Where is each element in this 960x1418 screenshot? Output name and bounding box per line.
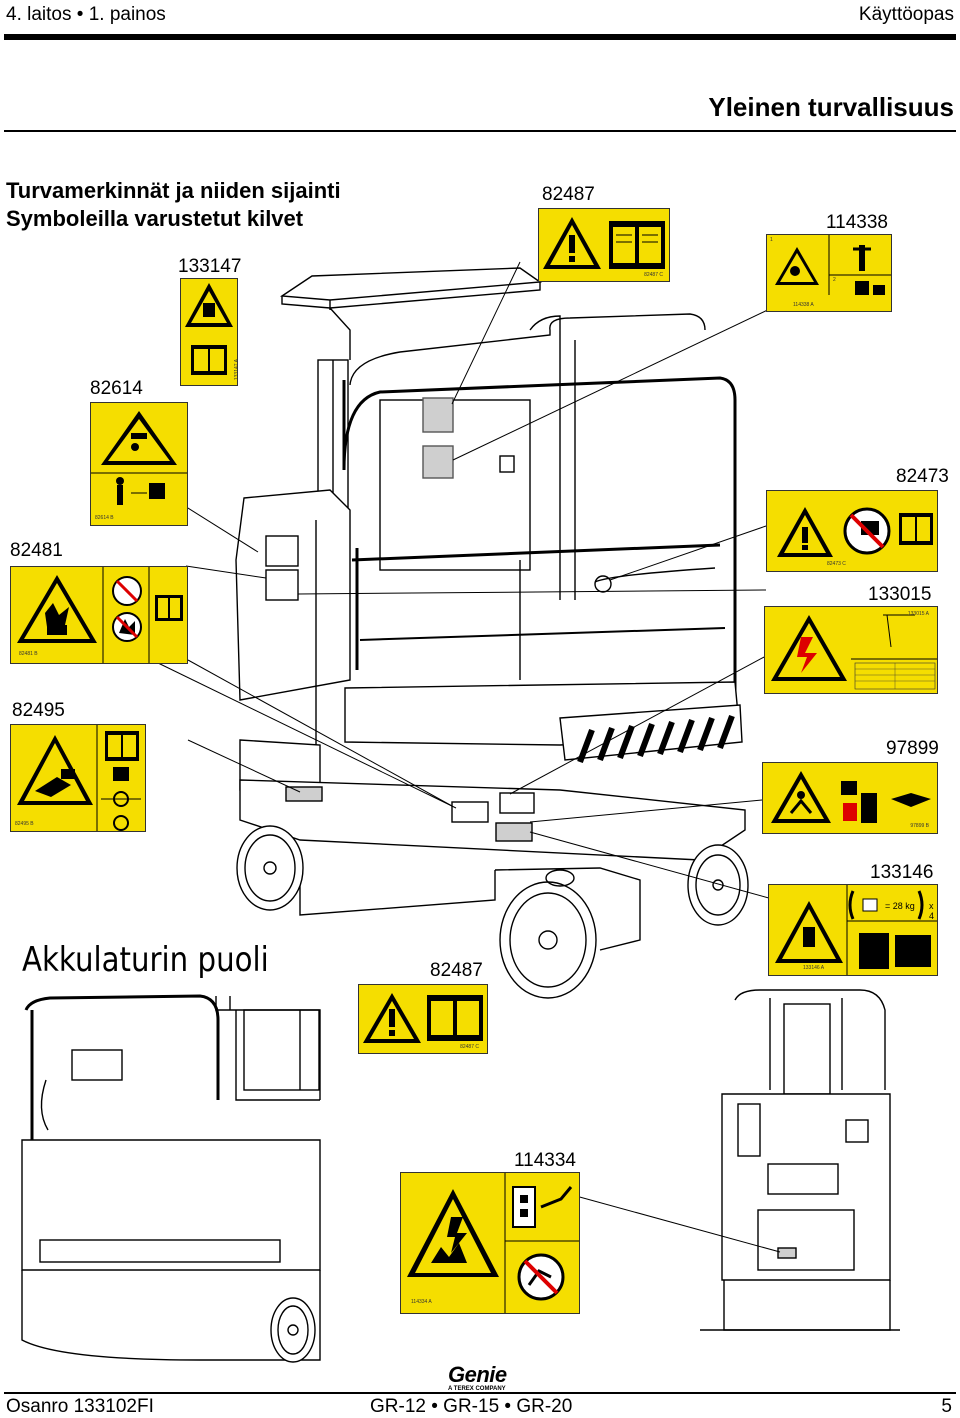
crush-manual-icons (185, 283, 233, 375)
decal-code: 82487 C (644, 272, 663, 278)
battery-explosion-icons (17, 567, 183, 663)
decal-code: 114338 A (793, 302, 814, 308)
decal-82481: 82481 B (10, 566, 188, 664)
brand-subtitle: A TEREX COMPANY (448, 1386, 506, 1392)
panel-2-label: 2 (833, 277, 836, 283)
decal-114338: 1 2 114338 A (766, 234, 892, 312)
header-rule (4, 34, 956, 40)
warning-manual-icons (363, 993, 483, 1043)
subtitle-line-1: Turvamerkinnät ja niiden sijainti (6, 178, 341, 203)
section-title: Yleinen turvallisuus (708, 92, 954, 122)
decal-133147-number: 133147 (178, 256, 242, 277)
decal-82487-bottom-number: 82487 (430, 960, 483, 981)
decal-82473: 82473 C (766, 490, 938, 572)
decal-code: 114334 A (411, 1299, 432, 1305)
charger-warning-icons (407, 1173, 579, 1313)
lifting-hazard-icons (775, 235, 891, 295)
footer-models: GR-12 • GR-15 • GR-20 (370, 1396, 573, 1417)
decal-133146-number: 133146 (870, 862, 934, 883)
decal-82481-number: 82481 (10, 540, 63, 561)
decal-82487-top-number: 82487 (542, 184, 595, 205)
warning-manual-icons (543, 217, 665, 269)
decal-82487-top: 82487 C (538, 208, 670, 282)
decal-114338-number: 114338 (826, 212, 888, 233)
header-edition: 4. laitos • 1. painos (6, 4, 166, 25)
header-manual-type: Käyttöopas (858, 4, 954, 25)
genie-logo: Genie (448, 1362, 507, 1387)
decal-code: 82614 B (95, 515, 114, 521)
crush-hand-icons (17, 725, 141, 831)
decal-97899-number: 97899 (886, 738, 939, 759)
multiplier-text: x 4 (929, 901, 935, 921)
decal-133015-number: 133015 (868, 584, 932, 605)
footer-page-number: 5 (941, 1396, 952, 1417)
decal-code: 133147 A (234, 359, 240, 381)
decal-97899: 97899 B (762, 762, 938, 834)
decal-code: 82481 B (19, 651, 38, 657)
decal-82495-number: 82495 (12, 700, 65, 721)
decal-82614-number: 82614 (90, 378, 143, 399)
decal-114334-number: 114334 (514, 1150, 576, 1171)
decal-133015: 133015 A (764, 606, 938, 694)
decal-code: 82495 B (15, 821, 34, 827)
battery-side-heading: Akkulaturin puoli (22, 940, 269, 980)
load-capacity-icons (775, 885, 937, 975)
decal-code: 82473 C (827, 561, 846, 567)
weight-text: = 28 kg (885, 901, 915, 911)
electrocution-icons (771, 614, 937, 690)
footer-part-number: Osanro 133102FI (6, 1396, 154, 1417)
decal-82487-bottom: 82487 C (358, 984, 488, 1054)
section-rule (4, 130, 956, 132)
subtitle-line-2: Symboleilla varustetut kilvet (6, 206, 304, 231)
decal-code: 97899 B (910, 823, 929, 829)
warning-tow-manual-icons (777, 507, 933, 557)
decal-82614: 82614 B (90, 402, 188, 526)
panel-1-label: 1 (770, 237, 773, 243)
tipping-load-icons (771, 771, 931, 823)
footer-rule (4, 1392, 956, 1394)
decal-code: 82487 C (460, 1044, 479, 1050)
tip-over-icons (91, 411, 187, 505)
decal-114334: 114334 A (400, 1172, 580, 1314)
decal-code: 133015 A (907, 611, 929, 617)
decal-133146: = 28 kg x 4 133146 A (768, 884, 938, 976)
decal-82473-number: 82473 (896, 466, 949, 487)
decal-133147: 133147 A (180, 278, 240, 386)
decal-code: 133146 A (803, 965, 825, 971)
decal-82495: 82495 B (10, 724, 146, 832)
